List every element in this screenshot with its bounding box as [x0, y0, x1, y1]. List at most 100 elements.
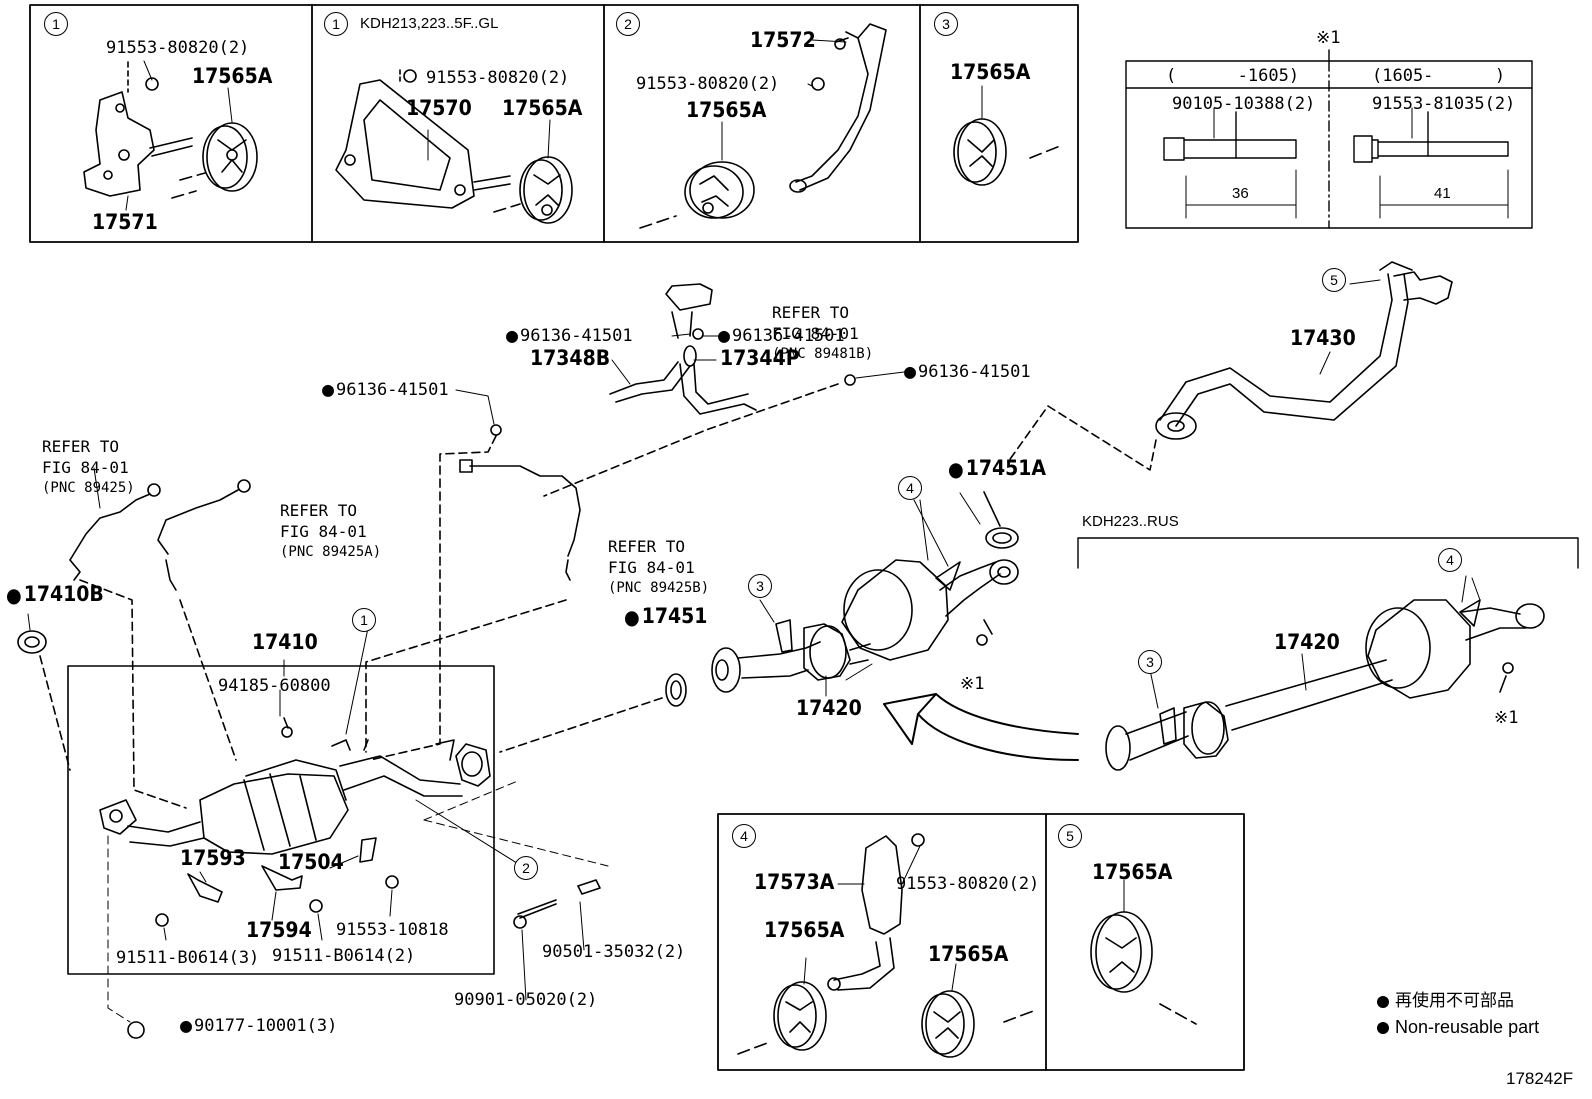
- label-17451A: 17451A: [948, 458, 1046, 479]
- gasket-17451A: [983, 491, 1019, 549]
- ref-line-3: (PNC 89481B): [772, 346, 874, 362]
- callout-3-main: 3: [748, 574, 772, 598]
- label-96136-41501-c: 96136-41501: [904, 360, 1031, 381]
- label-17570: 17570: [406, 96, 472, 120]
- bracket-17572-drawing: [789, 23, 887, 193]
- bolt-table-col2-part: 91553-81035(2): [1372, 94, 1516, 114]
- label-17573A: 17573A: [754, 870, 835, 894]
- catalyst-17410-drawing: [99, 717, 601, 1039]
- legend-text-jp: 再使用不可部品: [1395, 991, 1514, 1010]
- label-91553-80820-box1b: 91553-80820(2): [426, 68, 570, 88]
- bolt-table-col2-length: 41: [1434, 185, 1451, 202]
- direction-arrow: [883, 693, 1079, 761]
- isolator-17565A-box2: [639, 161, 755, 229]
- callout-4-box: 4: [732, 824, 756, 848]
- isolator-17565A-box4b: [921, 990, 1037, 1058]
- label-96136-41501-a: 96136-41501: [506, 324, 633, 345]
- gasket-17410B: [17, 630, 71, 771]
- callout-2-main: 2: [514, 856, 538, 880]
- variant-rus-frame: [1077, 537, 1579, 569]
- ref-line-3: (PNC 89425B): [608, 580, 710, 596]
- label-17565A-box1: 17565A: [192, 64, 273, 88]
- label-90501-35032: 90501-35032(2): [542, 942, 686, 962]
- label-17451: 17451: [624, 606, 708, 627]
- isolator-17565A-box5: [1090, 911, 1197, 1025]
- ref-fig-84-01-pnc-89425: REFER TO FIG 84-01 (PNC 89425): [42, 394, 135, 520]
- label-91511-B0614-3: 91511-B0614(3): [116, 948, 260, 968]
- label-17348B: 17348B: [530, 346, 611, 370]
- diagram-id: 178242F: [1506, 1069, 1574, 1088]
- bracket-17571-drawing: [83, 61, 206, 199]
- label-91553-80820-box1: 91553-80820(2): [106, 38, 250, 58]
- label-96136-41501-b: 96136-41501: [718, 324, 845, 345]
- sensor-89425A: [157, 479, 251, 761]
- ref-line-1: REFER TO: [42, 437, 120, 456]
- bolt-table-col1-length: 36: [1232, 185, 1249, 202]
- part-leaders: [345, 279, 1481, 871]
- callout-5-box: 5: [1058, 824, 1082, 848]
- label-17565A-box5: 17565A: [1092, 860, 1173, 884]
- label-17565A-box2: 17565A: [686, 98, 767, 122]
- sensor-89425: [69, 467, 187, 809]
- isolator-17565A-box1: [202, 122, 258, 192]
- variant-label-kdh213: KDH213,223..5F..GL: [360, 15, 499, 32]
- sensor-89425B: [365, 459, 581, 753]
- bolt-table-mark: ※1: [1316, 28, 1341, 48]
- box-17410-frame: [67, 665, 495, 975]
- label-17420-rus: 17420: [1274, 630, 1340, 654]
- label-17594: 17594: [246, 918, 312, 942]
- label-17430: 17430: [1290, 326, 1356, 350]
- label-96136-41501-d: 96136-41501: [322, 378, 449, 399]
- ref-line-2: FIG 84-01: [608, 558, 695, 577]
- bolt-table: [1125, 49, 1533, 229]
- legend-dots: [1377, 996, 1389, 1034]
- label-17410B: 17410B: [6, 584, 104, 605]
- label-17420-main: 17420: [796, 696, 862, 720]
- label-17571: 17571: [92, 210, 158, 234]
- legend-text-en: Non-reusable part: [1395, 1017, 1540, 1037]
- label-91511-B0614-2: 91511-B0614(2): [272, 946, 416, 966]
- isolator-17565A-box1b: [519, 156, 573, 224]
- label-17593: 17593: [180, 846, 246, 870]
- ref-fig-84-01-pnc-89425A: REFER TO FIG 84-01 (PNC 89425A): [280, 458, 381, 584]
- callout-1-box-a: 1: [44, 12, 68, 36]
- ref-line-1: REFER TO: [608, 537, 686, 556]
- callout-4-main: 4: [898, 476, 922, 500]
- isolator-17565A-box4a: [737, 981, 827, 1055]
- label-91553-80820-box2: 91553-80820(2): [636, 74, 780, 94]
- callout-2-box: 2: [616, 12, 640, 36]
- muffler-17420: [711, 559, 1019, 693]
- hose-assembly: [369, 283, 856, 761]
- ref-line-3: (PNC 89425): [42, 480, 135, 496]
- bracket-17573A-drawing: [827, 833, 925, 991]
- ref-line-2: FIG 84-01: [42, 458, 129, 477]
- ref-line-2: FIG 84-01: [280, 522, 367, 541]
- mark-1-main: ※1: [960, 674, 985, 694]
- label-17565A-box3: 17565A: [950, 60, 1031, 84]
- ref-fig-84-01-pnc-89425B: REFER TO FIG 84-01 (PNC 89425B): [608, 494, 709, 620]
- callout-4-rus: 4: [1438, 548, 1462, 572]
- label-17572: 17572: [750, 28, 816, 52]
- callout-5-main: 5: [1322, 268, 1346, 292]
- muffler-17420-rus: [1105, 599, 1545, 771]
- tailpipe-17430: [1007, 261, 1453, 471]
- bolt-table-col1-header: ( -1605): [1166, 66, 1300, 86]
- label-17565A-box4b: 17565A: [928, 942, 1009, 966]
- label-91553-80820-box4: 91553-80820(2): [896, 874, 1040, 894]
- callout-3-box: 3: [934, 12, 958, 36]
- mark-1-rus: ※1: [1494, 708, 1519, 728]
- bolt-table-col2-header: (1605- ): [1372, 66, 1506, 86]
- ref-line-3: (PNC 89425A): [280, 544, 382, 560]
- callout-1-box-b: 1: [324, 12, 348, 36]
- callout-1-main: 1: [352, 608, 376, 632]
- gasket-17451: [499, 673, 687, 753]
- label-90177-10001: 90177-10001(3): [180, 1014, 337, 1035]
- bottom-inset-frame: [717, 813, 1245, 1071]
- label-17565A-box4a: 17565A: [764, 918, 845, 942]
- label-17565A-box1b: 17565A: [502, 96, 583, 120]
- ref-line-1: REFER TO: [280, 501, 358, 520]
- isolator-17565A-box3: [953, 118, 1061, 186]
- callout-3-rus: 3: [1138, 650, 1162, 674]
- variant-label-kdh223-rus: KDH223..RUS: [1082, 513, 1179, 530]
